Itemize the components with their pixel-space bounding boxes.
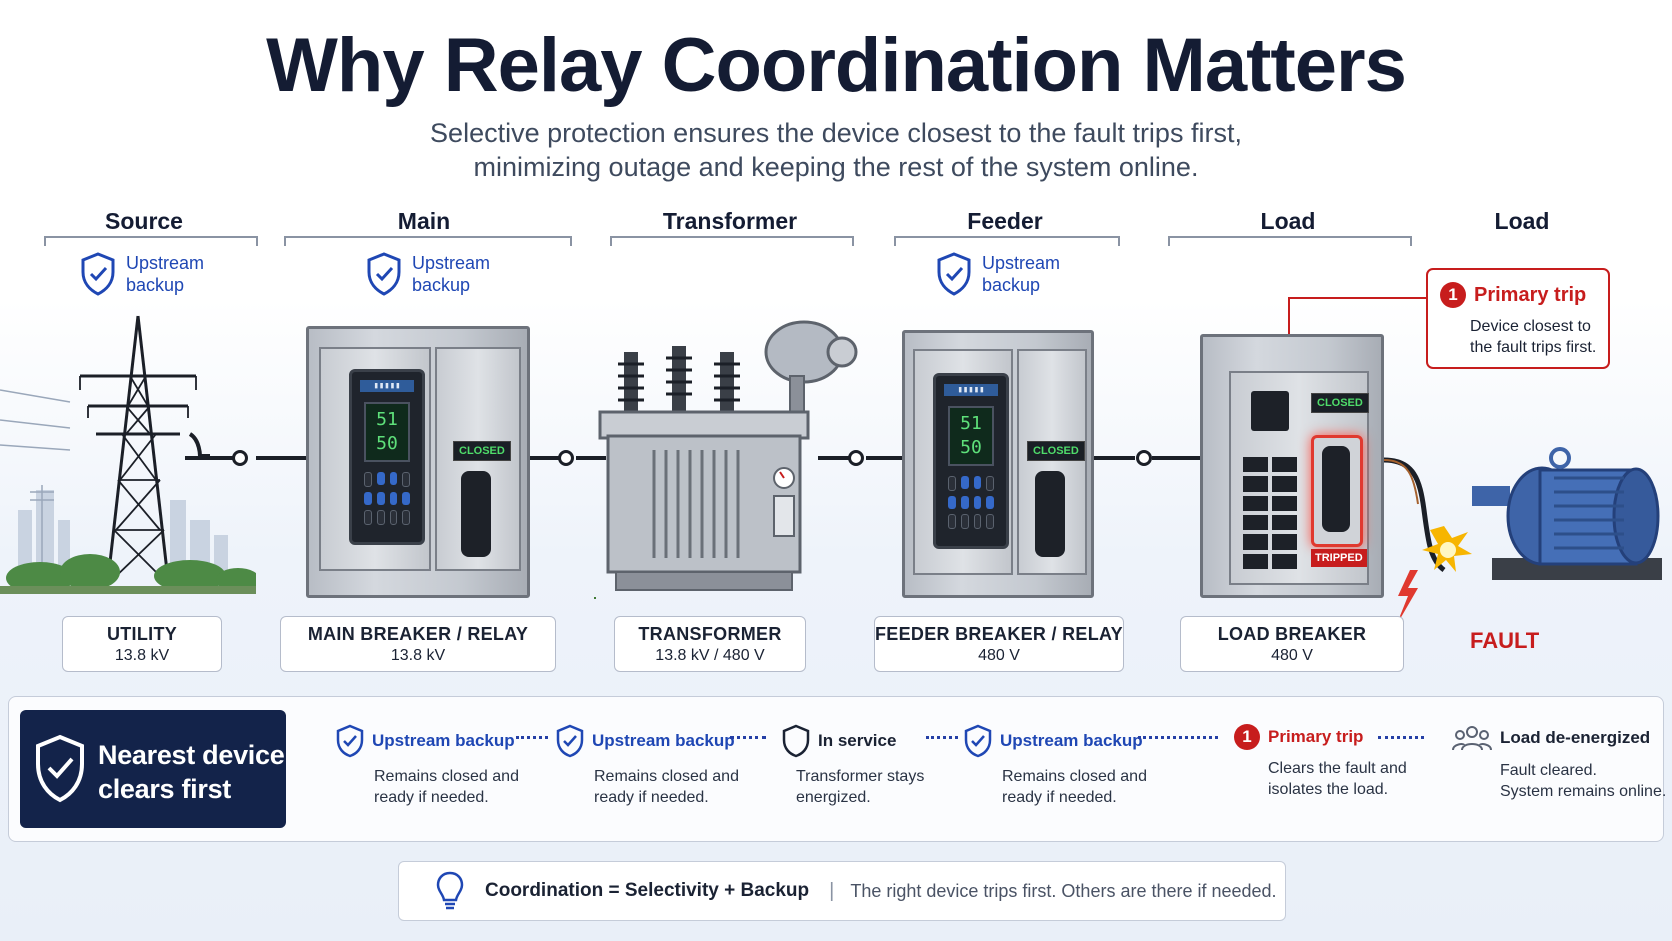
stage-title-feeder: Feeder	[967, 208, 1043, 234]
cabinet-door-right: CLOSED	[1017, 349, 1087, 575]
page-title: Why Relay Coordination Matters	[266, 23, 1407, 108]
bracket-main	[284, 236, 572, 246]
fault-spark-icon	[1396, 526, 1472, 626]
bracket-source	[44, 236, 258, 246]
shield-check-icon	[81, 252, 115, 296]
connection-node	[558, 450, 574, 466]
number-badge-icon: 1	[1234, 724, 1260, 750]
stage-title-load-2: Load	[1494, 208, 1550, 234]
breaker-handle	[1035, 471, 1065, 557]
stage-title-main: Main	[397, 208, 451, 234]
stage-title-load-1: Load	[1260, 208, 1316, 234]
callout-line-v	[1288, 297, 1290, 349]
sequence-connector	[1378, 736, 1424, 739]
subtitle-line-2: minimizing outage and keeping the rest o…	[473, 152, 1199, 182]
primary-trip-title: Primary trip	[1474, 283, 1587, 306]
bracket-load	[1168, 236, 1412, 246]
sequence-connector	[730, 736, 766, 739]
lightbulb-icon	[436, 871, 464, 910]
fault-label: FAULT	[1470, 628, 1540, 653]
shield-check-icon	[556, 724, 584, 758]
shield-check-icon	[336, 724, 364, 758]
transformer-icon	[594, 320, 858, 599]
status-closed-badge: CLOSED	[1027, 441, 1085, 461]
wire-segment	[256, 456, 306, 460]
shield-check-icon	[36, 734, 84, 803]
summary-strong: Coordination = Selectivity + Backup	[485, 880, 810, 901]
sequence-connector	[516, 736, 548, 739]
coordination-summary-bar: Coordination = Selectivity + Backup | Th…	[398, 861, 1286, 921]
connection-node	[232, 450, 248, 466]
stage-title-transformer: Transformer	[662, 208, 798, 234]
stage-title-source: Source	[105, 208, 183, 234]
load-breaker-cabinet: CLOSED TRIPPED	[1200, 334, 1384, 598]
wire-segment	[576, 456, 606, 460]
wire-segment	[1152, 456, 1200, 460]
summary-text: The right device trips first. Others are…	[850, 880, 1277, 901]
wire-segment	[1094, 456, 1135, 460]
wire-segment	[866, 456, 902, 460]
cabinet-door-right: CLOSED	[435, 347, 521, 571]
wire-segment	[818, 456, 858, 460]
meter-icon	[1251, 391, 1289, 431]
callout-line-h	[1288, 297, 1428, 299]
sequence-connector	[1138, 736, 1218, 739]
transmission-tower-icon	[0, 315, 256, 594]
sequence-step-6: Load de-energized Fault cleared.System r…	[1452, 724, 1666, 802]
branch-breakers	[1243, 457, 1297, 569]
wire-segment	[528, 456, 568, 460]
bracket-feeder	[894, 236, 1120, 246]
shield-check-icon	[964, 724, 992, 758]
breaker-handle	[461, 471, 491, 557]
number-badge-icon: 1	[1440, 282, 1466, 308]
primary-trip-callout: 1 Primary trip Device closest to the fau…	[1426, 268, 1610, 369]
wire-segment	[185, 456, 241, 460]
summary-separator: |	[829, 879, 835, 902]
bracket-transformer	[610, 236, 854, 246]
tripped-breaker-highlight	[1311, 435, 1363, 547]
shield-outline-icon	[782, 724, 810, 758]
status-closed-badge: CLOSED	[1311, 393, 1369, 413]
connection-node	[848, 450, 864, 466]
status-closed-badge: CLOSED	[453, 441, 511, 461]
sequence-connector	[926, 736, 958, 739]
motor-icon	[1384, 447, 1662, 626]
subtitle-line-1: Selective protection ensures the device …	[430, 118, 1242, 148]
users-icon	[1452, 726, 1492, 751]
shield-check-icon	[367, 252, 401, 296]
status-tripped-badge: TRIPPED	[1311, 549, 1367, 567]
shield-check-icon	[937, 252, 971, 296]
load-panel-door: CLOSED TRIPPED	[1229, 371, 1369, 585]
breaker-handle	[1322, 446, 1350, 532]
connection-node	[1136, 450, 1152, 466]
